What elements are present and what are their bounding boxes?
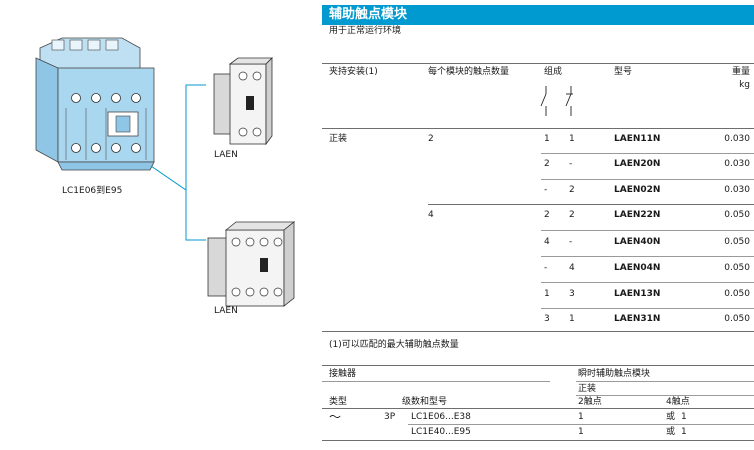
compat-four-count: 1 (681, 427, 687, 437)
model-number: LAEN02N (614, 185, 661, 195)
title-bar (322, 5, 754, 25)
laen-bottom-caption: LAEN (214, 306, 238, 316)
no-count: 3 (544, 314, 550, 324)
row-rule (541, 230, 754, 231)
weight-value: 0.030 (724, 185, 750, 195)
group-contacts: 4 (428, 210, 434, 220)
no-count: 2 (544, 210, 550, 220)
no-count: - (544, 263, 548, 273)
col-header-contacts: 每个模块的触点数量 (428, 67, 510, 77)
compat-4contacts-header: 4触点 (666, 397, 690, 407)
nc-count: - (569, 159, 573, 169)
compat-rule (322, 381, 550, 382)
model-number: LAEN22N (614, 210, 661, 220)
model-number: LAEN31N (614, 314, 661, 324)
contactor-image (35, 37, 155, 171)
header-bottom-rule (322, 128, 754, 129)
model-number: LAEN13N (614, 289, 661, 299)
model-number: LAEN40N (614, 237, 661, 247)
no-count: 4 (544, 237, 550, 247)
compat-poles: 3P (384, 412, 396, 422)
nc-count: 3 (569, 289, 575, 299)
no-count: 1 (544, 289, 550, 299)
compat-2contacts-header: 2触点 (578, 397, 602, 407)
weight-value: 0.050 (724, 314, 750, 324)
compat-or: 或 (666, 427, 676, 437)
table-bottom-rule (322, 331, 754, 332)
nc-count: 1 (569, 134, 575, 144)
col-header-composition: 组成 (544, 67, 563, 77)
compat-mount-header: 正装 (578, 384, 597, 394)
compat-type-header: 类型 (329, 397, 348, 407)
col-header-weight-unit: kg (739, 80, 750, 90)
model-number: LAEN11N (614, 134, 661, 144)
nc-count: 4 (569, 263, 575, 273)
nc-count: 1 (569, 314, 575, 324)
no-count: 2 (544, 159, 550, 169)
compat-contactor-header: 接触器 (329, 369, 357, 379)
laen-top-caption: LAEN (214, 150, 238, 160)
weight-value: 0.030 (724, 134, 750, 144)
compat-or: 或 (666, 412, 676, 422)
row-rule (541, 153, 754, 154)
group-rule (428, 204, 754, 205)
mounting-value: 正装 (329, 134, 348, 144)
row-rule (541, 179, 754, 180)
weight-value: 0.050 (724, 289, 750, 299)
compat-module-header: 瞬时辅助触点模块 (578, 369, 651, 379)
compat-poles-header: 级数和型号 (402, 397, 448, 407)
table-footnote: (1)可以匹配的最大辅助触点数量 (329, 340, 459, 350)
page-subtitle: 用于正常运行环境 (329, 26, 402, 36)
compat-row-rule (408, 424, 754, 425)
nc-count: - (569, 237, 573, 247)
compat-header-rule (322, 408, 754, 409)
row-rule (541, 308, 754, 309)
contactor-model-range: LC1E06...E38 (411, 412, 471, 422)
col-header-mounting: 夹持安装(1) (329, 67, 378, 77)
connector-lines (134, 84, 206, 241)
weight-value: 0.050 (724, 237, 750, 247)
compat-four-count: 1 (681, 412, 687, 422)
product-illustrations (35, 37, 296, 307)
weight-value: 0.030 (724, 159, 750, 169)
contactor-model-range: LC1E40...E95 (411, 427, 471, 437)
compat-two-count: 1 (578, 427, 584, 437)
model-number: LAEN20N (614, 159, 661, 169)
nc-count: 2 (569, 185, 575, 195)
no-count: 1 (544, 134, 550, 144)
compat-rule (576, 395, 754, 396)
col-header-weight: 重量 (731, 67, 750, 77)
nc-contact-symbol (565, 86, 573, 116)
compat-rule (576, 381, 754, 382)
weight-value: 0.050 (724, 210, 750, 220)
weight-value: 0.050 (724, 263, 750, 273)
ac-type-symbol: 〜 (329, 410, 342, 424)
laen-2-contact-image (213, 57, 273, 146)
compat-top-rule (322, 365, 754, 366)
table-top-rule (322, 63, 754, 64)
contact-symbols (540, 86, 573, 116)
contactor-caption: LC1E06到E95 (62, 186, 123, 196)
nc-count: 2 (569, 210, 575, 220)
compat-two-count: 1 (578, 412, 584, 422)
no-contact-symbol (540, 86, 547, 116)
row-rule (541, 282, 754, 283)
compat-bottom-rule (322, 440, 754, 441)
col-header-model: 型号 (614, 67, 633, 77)
laen-4-contact-image (207, 221, 296, 307)
page-title: 辅助触点模块 (329, 7, 408, 22)
model-number: LAEN04N (614, 263, 661, 273)
no-count: - (544, 185, 548, 195)
row-rule (541, 256, 754, 257)
group-contacts: 2 (428, 134, 434, 144)
